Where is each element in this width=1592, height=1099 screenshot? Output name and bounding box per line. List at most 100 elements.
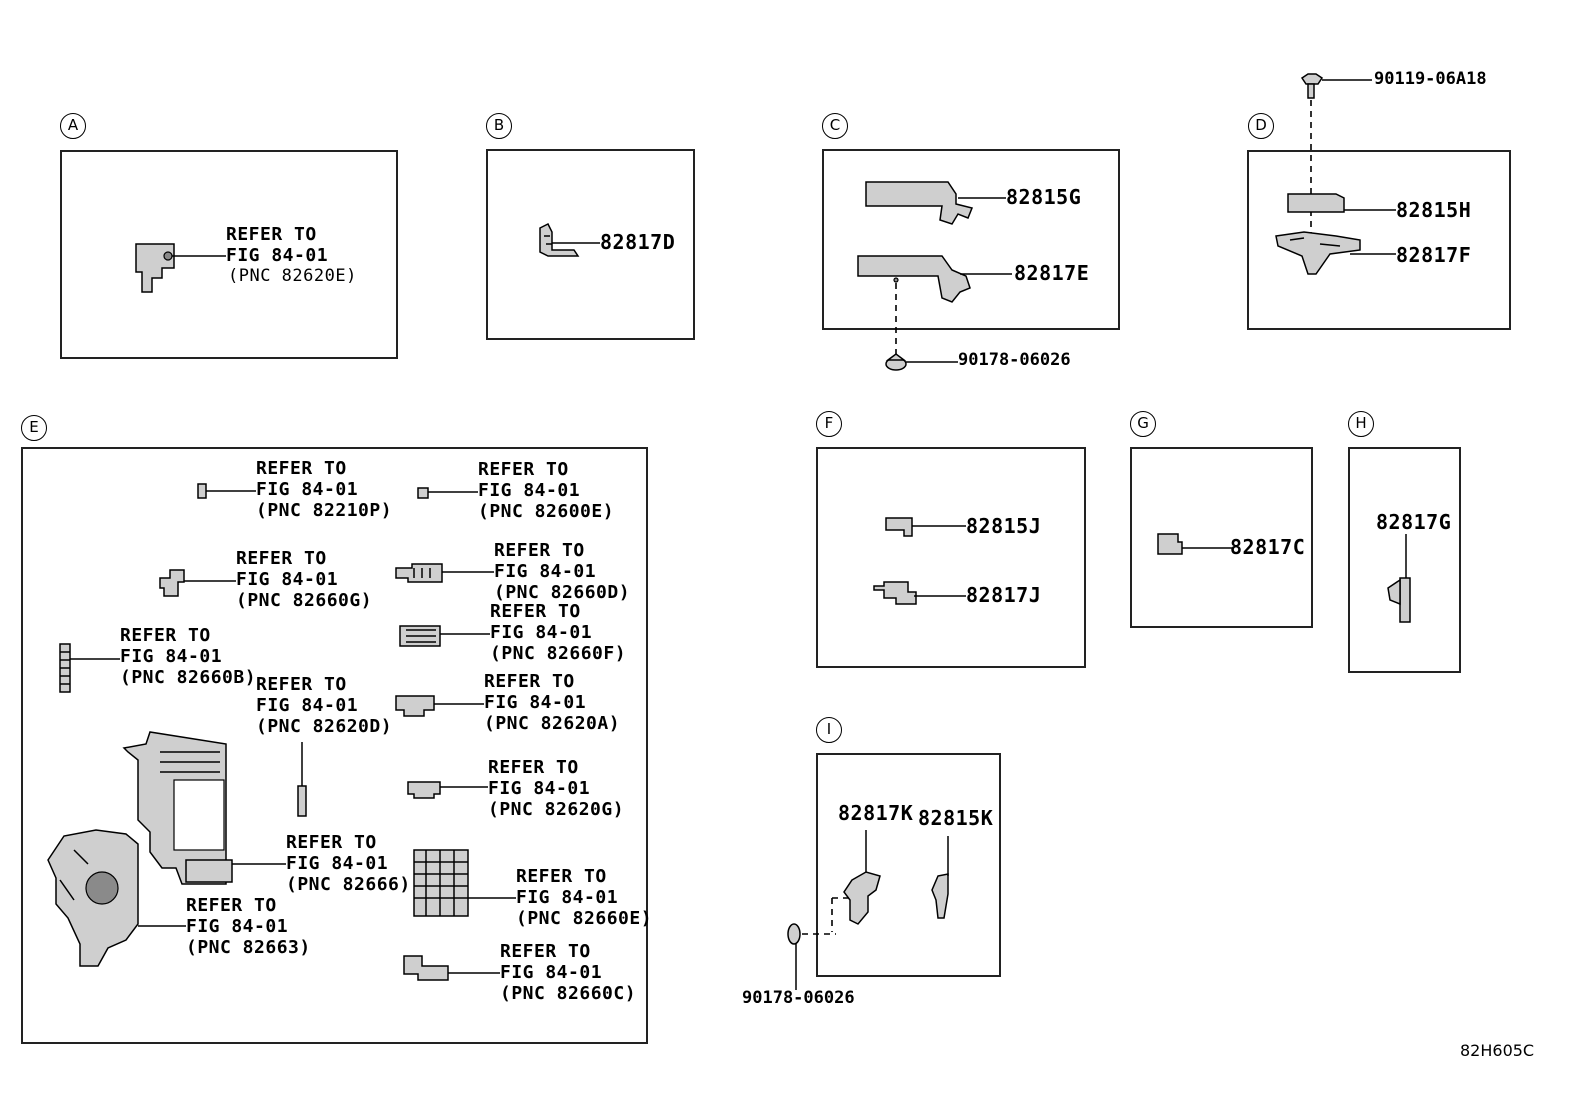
e-ref-82600e-pnc: (PNC 82600E)	[478, 501, 615, 522]
part-82817e	[857, 255, 971, 303]
e-ref-82620d-title: REFER TO	[256, 674, 347, 695]
label-82815h: 82815H	[1396, 198, 1472, 222]
e-ref-82620a-title: REFER TO	[484, 671, 575, 692]
section-label-e: E	[21, 415, 47, 441]
part-82817k	[843, 871, 881, 925]
part-a-connector	[135, 243, 175, 293]
e-ref-82660e-fig: FIG 84-01	[516, 887, 619, 908]
part-e-82210p	[197, 483, 207, 499]
label-82815j: 82815J	[966, 514, 1042, 538]
panel-d	[1247, 150, 1511, 330]
e-ref-82660g-fig: FIG 84-01	[236, 569, 339, 590]
part-e-82663	[47, 829, 139, 967]
e-ref-82660g-pnc: (PNC 82660G)	[236, 590, 373, 611]
a-ref-fig: FIG 84-01	[226, 245, 329, 266]
section-label-i: I	[816, 717, 842, 743]
section-label-d: D	[1248, 113, 1274, 139]
e-ref-82663-title: REFER TO	[186, 895, 277, 916]
panel-i	[816, 753, 1001, 977]
part-82815j	[885, 517, 913, 537]
clip-90178-06026-c	[885, 353, 907, 371]
label-82815g: 82815G	[1006, 185, 1082, 209]
e-ref-82660b-pnc: (PNC 82660B)	[120, 667, 257, 688]
part-e-82660e	[413, 849, 469, 917]
part-82815k	[931, 873, 949, 919]
panel-g	[1130, 447, 1313, 628]
panel-a	[60, 150, 398, 359]
e-ref-82660g-title: REFER TO	[236, 548, 327, 569]
section-label-h: H	[1348, 411, 1374, 437]
e-ref-82620d-fig: FIG 84-01	[256, 695, 359, 716]
panel-c	[822, 149, 1120, 330]
label-82817e: 82817E	[1014, 261, 1090, 285]
label-90178-06026-c: 90178-06026	[958, 350, 1071, 370]
e-ref-82660d-fig: FIG 84-01	[494, 561, 597, 582]
part-82817g	[1387, 577, 1411, 623]
a-ref-title: REFER TO	[226, 224, 317, 245]
e-ref-82660c-fig: FIG 84-01	[500, 962, 603, 983]
e-ref-82663-fig: FIG 84-01	[186, 916, 289, 937]
e-ref-82620g-pnc: (PNC 82620G)	[488, 799, 625, 820]
part-e-82660f	[399, 625, 441, 647]
e-ref-82660f-title: REFER TO	[490, 601, 581, 622]
label-82817j: 82817J	[966, 583, 1042, 607]
part-e-82660g	[159, 569, 185, 597]
part-e-82620g	[407, 781, 441, 799]
label-82815k: 82815K	[918, 806, 994, 830]
e-ref-82660f-fig: FIG 84-01	[490, 622, 593, 643]
e-ref-82660d-pnc: (PNC 82660D)	[494, 582, 631, 603]
e-ref-82660c-title: REFER TO	[500, 941, 591, 962]
part-e-82620a	[395, 695, 435, 717]
e-ref-82666-fig: FIG 84-01	[286, 853, 389, 874]
label-82817f: 82817F	[1396, 243, 1472, 267]
label-82817g: 82817G	[1376, 510, 1452, 534]
panel-b	[486, 149, 695, 340]
part-82815g	[865, 181, 974, 225]
bolt-90119-06a18	[1300, 73, 1324, 99]
part-e-82660b	[59, 643, 71, 693]
section-label-f: F	[816, 411, 842, 437]
label-82817c: 82817C	[1230, 535, 1306, 559]
section-label-a: A	[60, 113, 86, 139]
e-ref-82660e-pnc: (PNC 82660E)	[516, 908, 653, 929]
label-82817d: 82817D	[600, 230, 676, 254]
panel-h	[1348, 447, 1461, 673]
e-ref-82210p-pnc: (PNC 82210P)	[256, 500, 393, 521]
e-ref-82620g-fig: FIG 84-01	[488, 778, 591, 799]
part-e-82620d	[297, 785, 307, 817]
panel-f	[816, 447, 1086, 668]
e-ref-82660d-title: REFER TO	[494, 540, 585, 561]
e-ref-82210p-title: REFER TO	[256, 458, 347, 479]
clip-90178-06026-i	[787, 923, 801, 945]
part-e-82660d	[395, 563, 443, 583]
part-82817c	[1157, 533, 1183, 555]
label-90178-06026-i: 90178-06026	[742, 988, 855, 1008]
e-ref-82660e-title: REFER TO	[516, 866, 607, 887]
section-label-c: C	[822, 113, 848, 139]
e-ref-82600e-title: REFER TO	[478, 459, 569, 480]
e-ref-82620a-fig: FIG 84-01	[484, 692, 587, 713]
e-ref-82663-pnc: (PNC 82663)	[186, 937, 311, 958]
e-ref-82660f-pnc: (PNC 82660F)	[490, 643, 627, 664]
e-ref-82620a-pnc: (PNC 82620A)	[484, 713, 621, 734]
part-e-82666	[122, 731, 233, 885]
e-ref-82660c-pnc: (PNC 82660C)	[500, 983, 637, 1004]
a-ref-pnc: (PNC 82620E)	[228, 266, 357, 286]
part-82817j	[873, 581, 917, 605]
e-ref-82660b-fig: FIG 84-01	[120, 646, 223, 667]
part-82817d	[539, 222, 580, 257]
e-ref-82620d-pnc: (PNC 82620D)	[256, 716, 393, 737]
section-label-b: B	[486, 113, 512, 139]
e-ref-82600e-fig: FIG 84-01	[478, 480, 581, 501]
diagram-code: 82H605C	[1460, 1041, 1535, 1060]
section-label-g: G	[1130, 411, 1156, 437]
part-e-82660c	[403, 955, 449, 981]
part-e-82600e	[417, 487, 429, 499]
e-ref-82666-pnc: (PNC 82666)	[286, 874, 411, 895]
e-ref-82210p-fig: FIG 84-01	[256, 479, 359, 500]
label-82817k: 82817K	[838, 801, 914, 825]
part-82815h	[1287, 193, 1345, 213]
label-90119-06a18: 90119-06A18	[1374, 69, 1487, 89]
e-ref-82666-title: REFER TO	[286, 832, 377, 853]
part-82817f	[1275, 231, 1361, 275]
